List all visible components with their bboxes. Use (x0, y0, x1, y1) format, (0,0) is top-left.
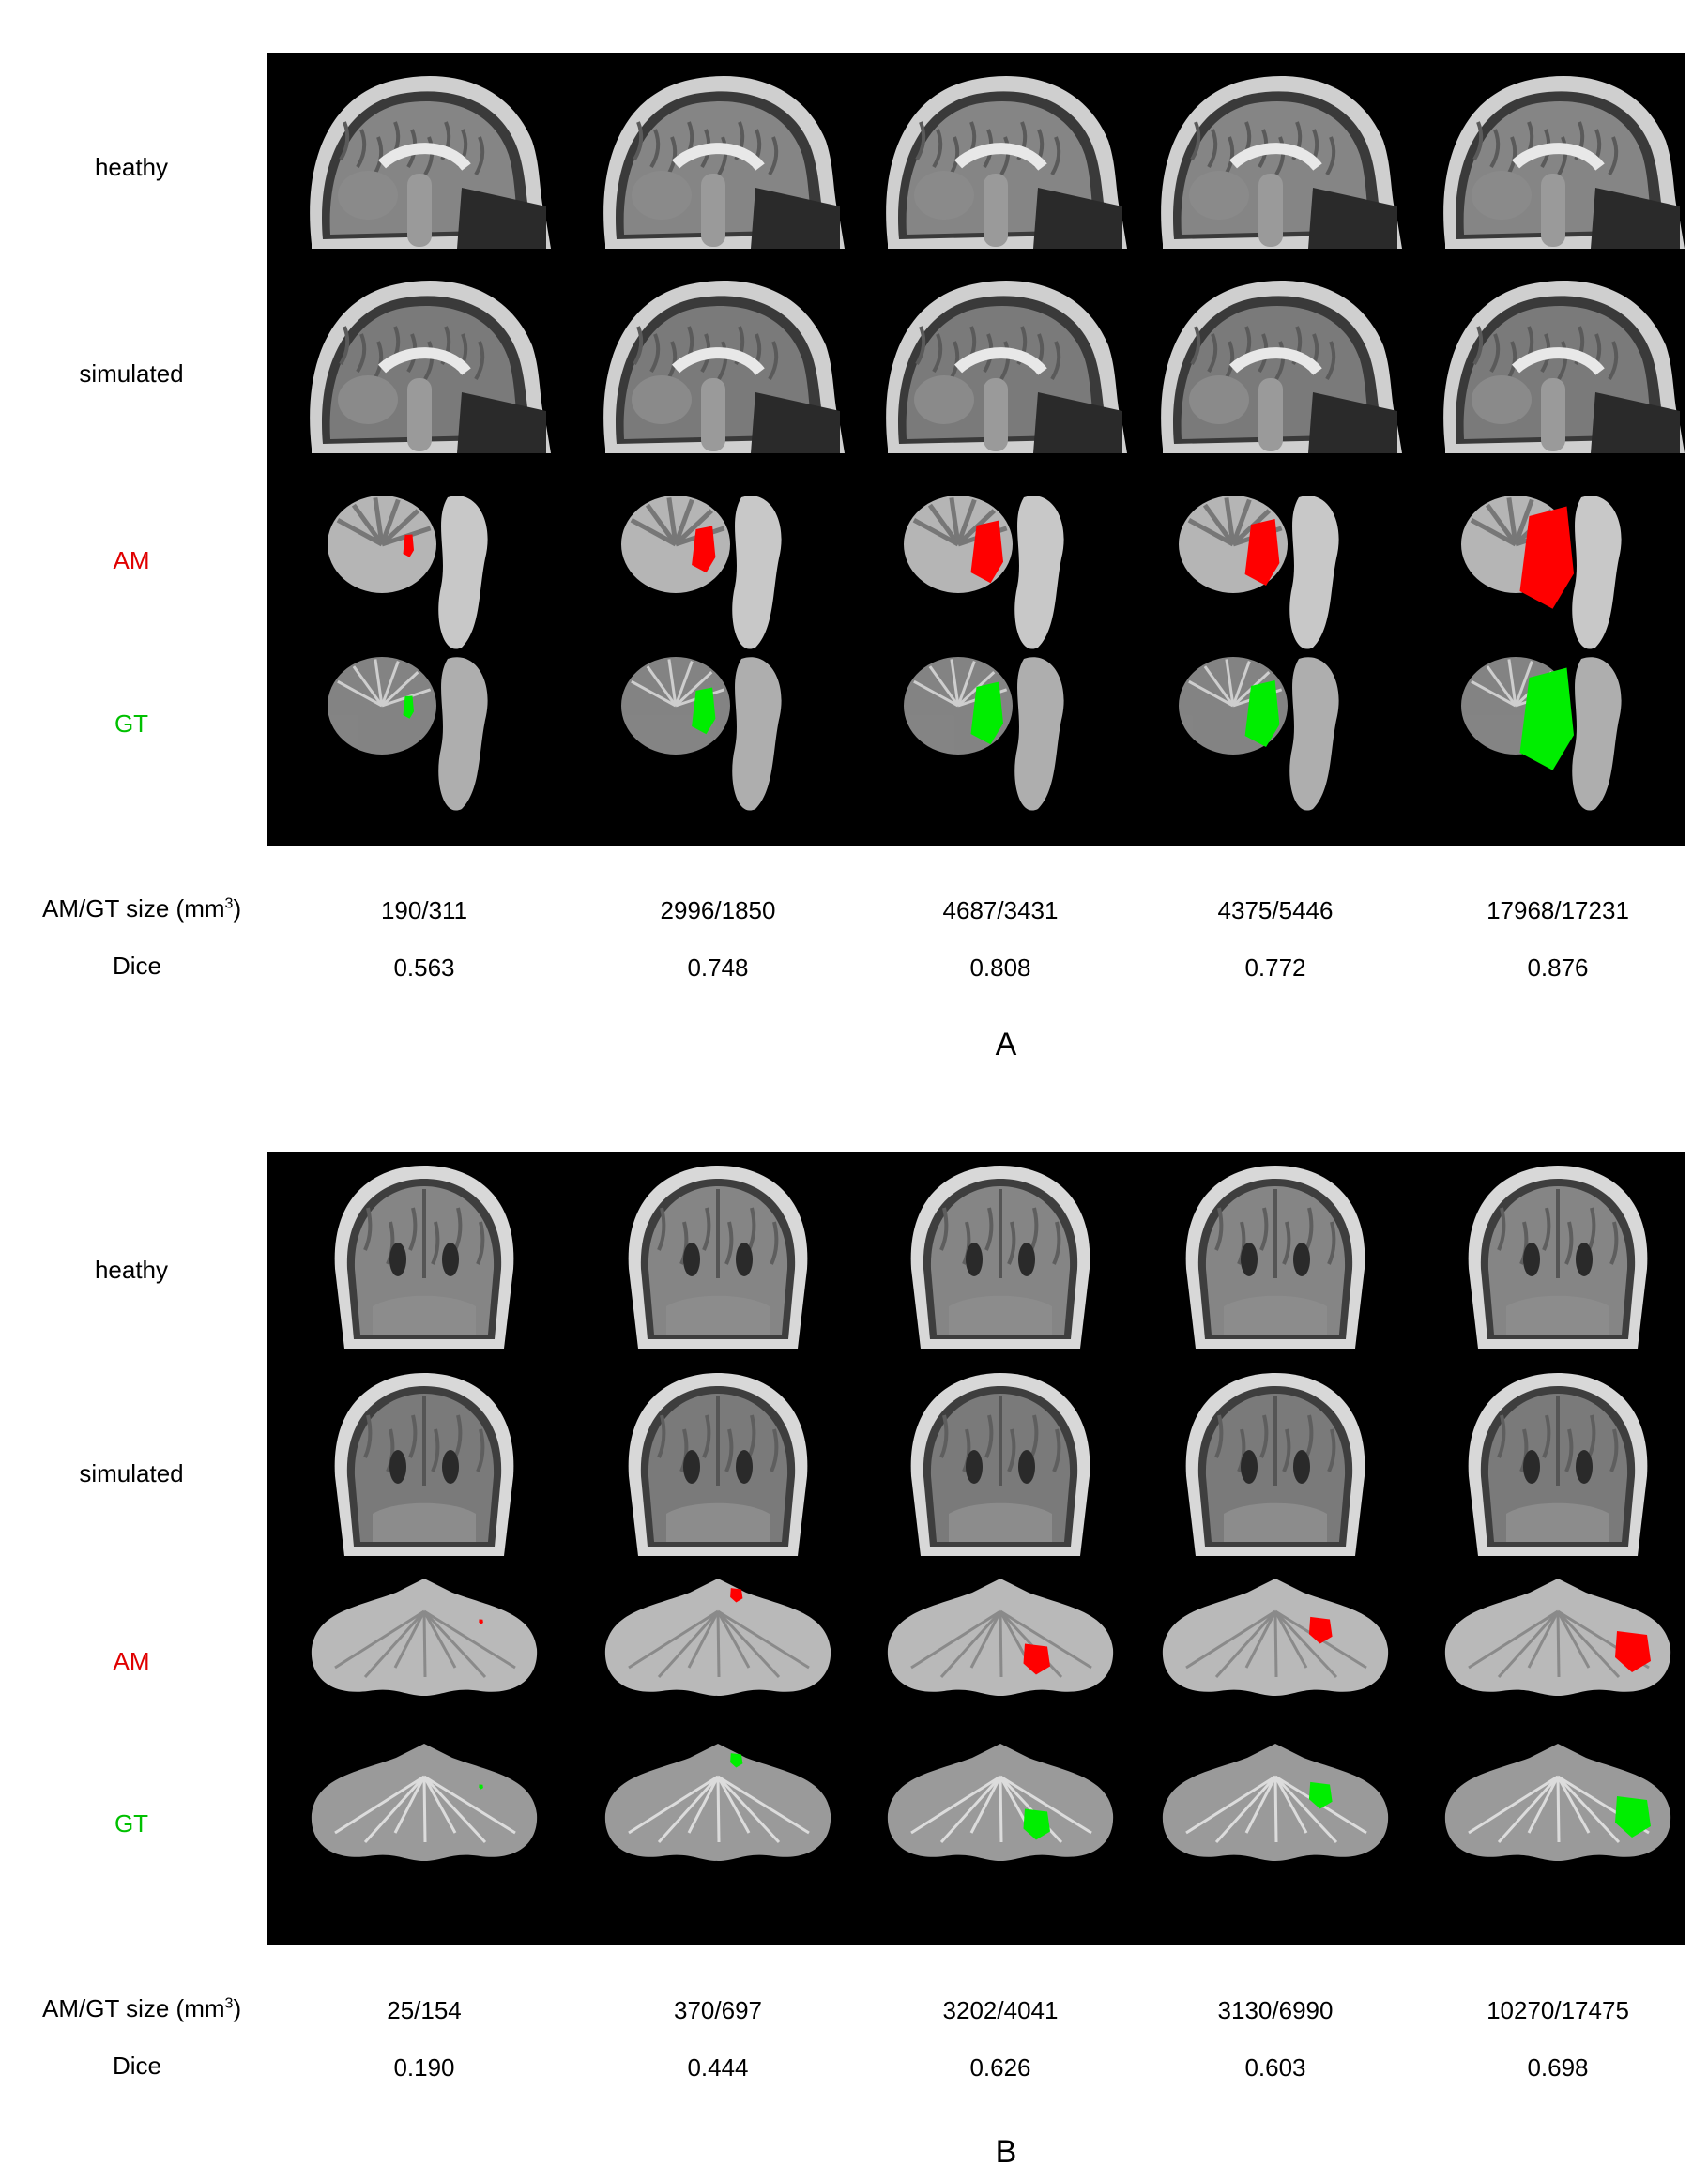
panel-b-gt-image-4 (1144, 1720, 1407, 1917)
panel-a-healthy-image-3 (869, 56, 1132, 253)
panel-b-simulated-image-5 (1426, 1364, 1689, 1561)
panel-b-healthy-image-2 (587, 1156, 849, 1353)
panel-b-dice-value-3: 0.626 (969, 2053, 1031, 2082)
panel-b-dice-value-2: 0.444 (687, 2053, 749, 2082)
panel-a-label-am: AM (113, 546, 150, 574)
panel-a-am-image-2 (587, 455, 849, 652)
panel-b-gt-image-1 (293, 1720, 556, 1917)
panel-a-dice-value-1: 0.563 (393, 953, 455, 982)
panel-b-letter: B (995, 2134, 1017, 2170)
panel-b-size-value-2: 370/697 (674, 1996, 762, 2024)
panel-b-size-value-5: 10270/17475 (1487, 1996, 1629, 2024)
panel-b-simulated-image-3 (869, 1364, 1132, 1561)
panel-b-size-value-4: 3130/6990 (1217, 1996, 1334, 2024)
panel-b-size-value-1: 25/154 (387, 1996, 462, 2024)
panel-b-simulated-image-1 (293, 1364, 556, 1561)
panel-b-dice-label: Dice (113, 2051, 162, 2080)
panel-a-dice-value-5: 0.876 (1527, 953, 1589, 982)
panel-b-dice-value-4: 0.603 (1244, 2053, 1306, 2082)
panel-a-dice-value-3: 0.808 (969, 953, 1031, 982)
panel-a-healthy-image-1 (293, 56, 556, 253)
panel-a-simulated-image-5 (1426, 261, 1689, 458)
panel-a-am-image-4 (1144, 455, 1407, 652)
panel-b-simulated-image-4 (1144, 1364, 1407, 1561)
panel-a-am-image-5 (1426, 455, 1689, 652)
panel-a-size-value-3: 4687/3431 (942, 896, 1059, 924)
panel-b-gt-image-5 (1426, 1720, 1689, 1917)
panel-a-simulated-image-3 (869, 261, 1132, 458)
panel-a-am-image-3 (869, 455, 1132, 652)
panel-a-gt-image-2 (587, 617, 849, 814)
panel-a-label-gt: GT (114, 709, 149, 738)
panel-a-simulated-image-4 (1144, 261, 1407, 458)
panel-b-dice-value-1: 0.190 (393, 2053, 455, 2082)
panel-a-size-value-5: 17968/17231 (1487, 896, 1629, 924)
panel-b-label-am: AM (113, 1647, 150, 1675)
panel-b-label-heathy: heathy (94, 1256, 169, 1284)
panel-a-size-value-4: 4375/5446 (1217, 896, 1334, 924)
panel-b-dice-value-5: 0.698 (1527, 2053, 1589, 2082)
panel-a-healthy-image-2 (587, 56, 849, 253)
panel-b-simulated-image-2 (587, 1364, 849, 1561)
panel-a-label-simulated: simulated (79, 359, 184, 388)
panel-b-healthy-image-1 (293, 1156, 556, 1353)
panel-b-am-image-1 (293, 1555, 556, 1752)
panel-a-size-label: AM/GT size (mm3) (42, 894, 242, 923)
panel-a-size-value-2: 2996/1850 (660, 896, 776, 924)
panel-b-size-label: AM/GT size (mm3) (42, 1994, 242, 2022)
panel-a-simulated-image-2 (587, 261, 849, 458)
panel-b-size-value-3: 3202/4041 (942, 1996, 1059, 2024)
panel-b-am-image-4 (1144, 1555, 1407, 1752)
panel-a-gt-image-3 (869, 617, 1132, 814)
panel-a-dice-value-2: 0.748 (687, 953, 749, 982)
panel-b-healthy-image-3 (869, 1156, 1132, 1353)
panel-a-size-value-1: 190/311 (380, 896, 468, 924)
panel-a-am-image-1 (293, 455, 556, 652)
panel-a-dice-label: Dice (113, 952, 162, 980)
panel-a-healthy-image-4 (1144, 56, 1407, 253)
panel-a-simulated-image-1 (293, 261, 556, 458)
panel-b-gt-image-3 (869, 1720, 1132, 1917)
panel-b-healthy-image-4 (1144, 1156, 1407, 1353)
panel-a-dice-value-4: 0.772 (1244, 953, 1306, 982)
panel-b-am-image-2 (587, 1555, 849, 1752)
panel-b-am-image-3 (869, 1555, 1132, 1752)
panel-a-gt-image-1 (293, 617, 556, 814)
panel-a-label-heathy: heathy (94, 153, 169, 181)
panel-b-healthy-image-5 (1426, 1156, 1689, 1353)
panel-b-label-gt: GT (114, 1809, 149, 1838)
panel-b-gt-image-2 (587, 1720, 849, 1917)
panel-a-gt-image-5 (1426, 617, 1689, 814)
panel-b-am-image-5 (1426, 1555, 1689, 1752)
panel-a-gt-image-4 (1144, 617, 1407, 814)
panel-a-letter: A (995, 1027, 1017, 1062)
panel-a-healthy-image-5 (1426, 56, 1689, 253)
panel-b-label-simulated: simulated (79, 1459, 184, 1487)
